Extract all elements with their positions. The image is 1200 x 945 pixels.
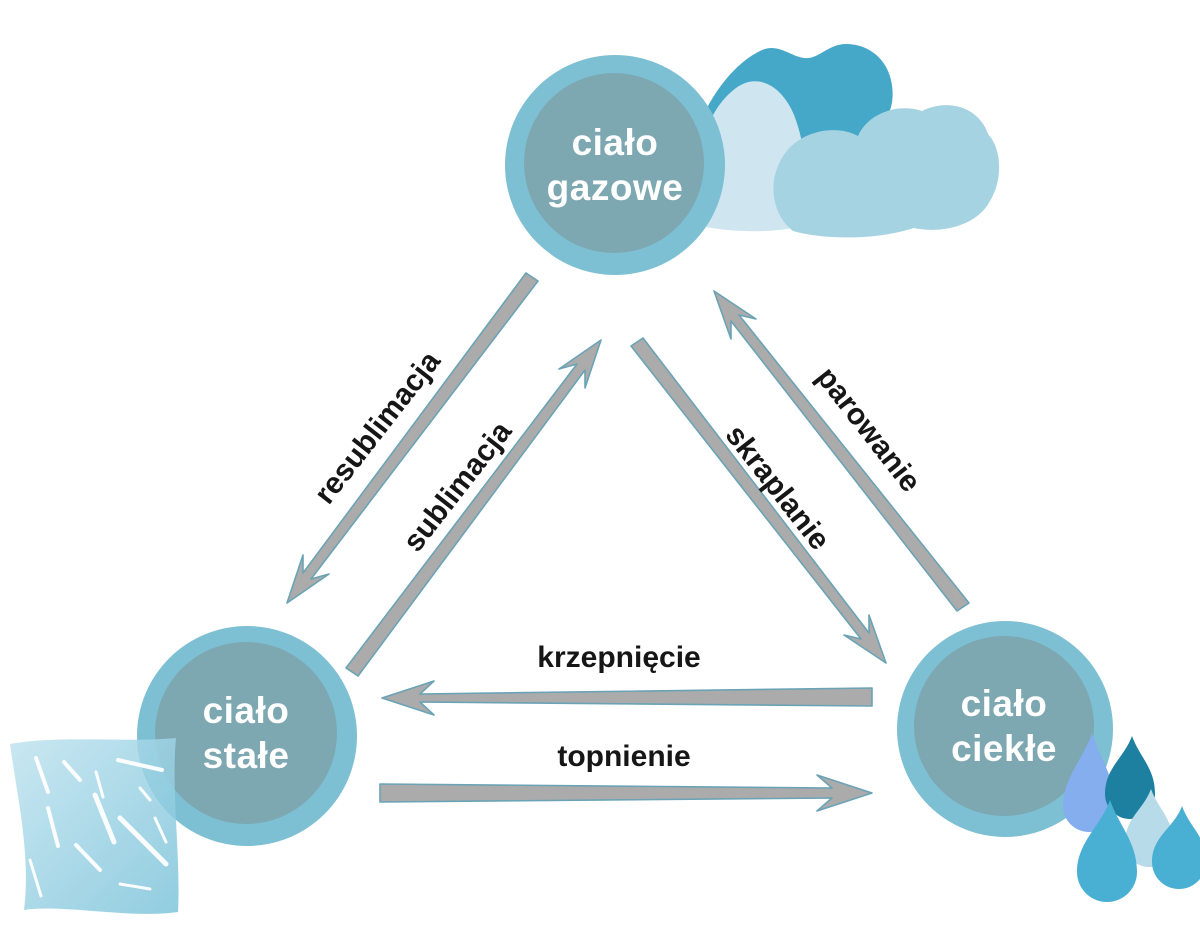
- node-liquid-circle: [897, 621, 1113, 837]
- raindrops-icon: [1063, 733, 1200, 902]
- arrow-freezing: [381, 680, 873, 716]
- arrow-resublimation: [286, 272, 539, 604]
- raindrop-periwinkle: [1063, 733, 1115, 832]
- ice-cube-icon: [10, 738, 179, 914]
- liquid-circle-fill: [914, 636, 1094, 816]
- raindrop-dark-teal: [1105, 736, 1155, 819]
- node-label-gas: ciało gazowe: [505, 120, 725, 210]
- gas-label-line1: ciało: [571, 122, 659, 163]
- cloud-front: [773, 105, 1000, 238]
- liquid-label-line1: ciało: [960, 683, 1048, 724]
- raindrop-cyan-large: [1077, 800, 1137, 902]
- node-label-liquid: ciało ciekłe: [894, 681, 1114, 771]
- arrow-sublimation: [345, 339, 602, 677]
- solid-label-line1: ciało: [202, 690, 290, 731]
- edge-label-freezing: krzepnięcie: [537, 641, 701, 674]
- gas-circle-fill: [524, 73, 704, 253]
- arrow-evaporation: [713, 290, 970, 612]
- solid-circle-fill: [155, 642, 337, 824]
- edge-label-melting: topnienie: [557, 740, 691, 773]
- arrow-melting: [379, 774, 873, 812]
- solid-label-line2: stałe: [202, 735, 290, 776]
- arrows: [286, 272, 970, 812]
- ice-streaks: [28, 756, 169, 898]
- node-label-solid: ciało stałe: [136, 688, 356, 778]
- raindrop-cyan-right: [1152, 806, 1200, 889]
- liquid-label-line2: ciekłe: [951, 728, 1057, 769]
- clouds-icon: [697, 44, 1000, 238]
- arrow-condensation: [630, 337, 887, 664]
- gas-label-line2: gazowe: [546, 167, 684, 208]
- node-gas-circle: [505, 55, 725, 275]
- ice-cube-body: [10, 738, 179, 914]
- node-solid-circle: [137, 626, 357, 846]
